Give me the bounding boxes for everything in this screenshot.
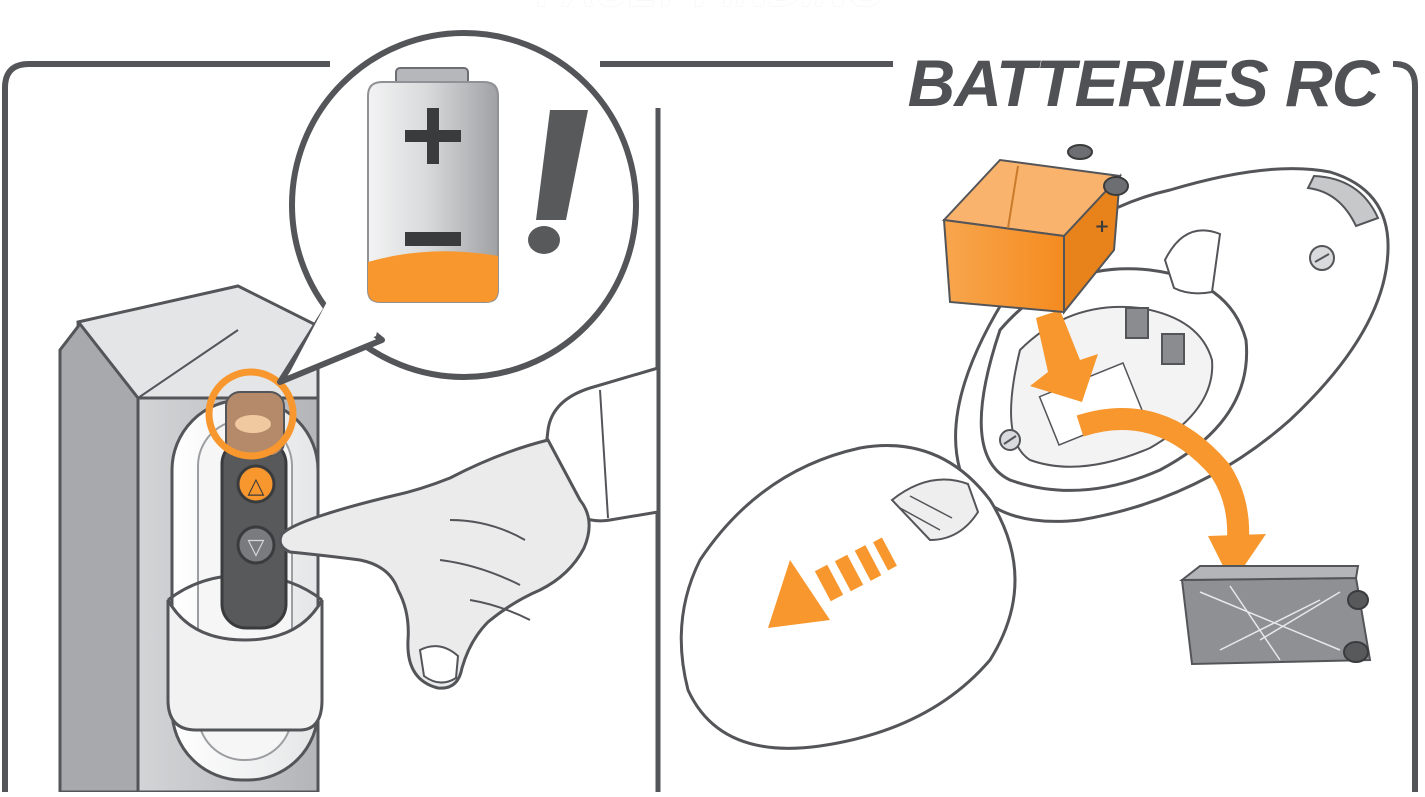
remote-control <box>222 392 286 628</box>
up-button: △ <box>238 466 274 502</box>
down-button: ▽ <box>238 527 274 563</box>
hand <box>280 440 589 688</box>
right-panel: + <box>681 145 1388 748</box>
left-panel: △ ▽ <box>60 33 658 792</box>
minus-icon <box>405 232 461 246</box>
low-battery <box>368 68 498 302</box>
old-battery <box>1182 566 1370 664</box>
battery-cover <box>681 446 1015 749</box>
up-arrow-icon: △ <box>248 474 265 499</box>
down-arrow-icon: ▽ <box>248 535 265 560</box>
plus-terminal-icon: + <box>1094 216 1109 237</box>
faded-header: FAULT FINDING <box>480 0 940 10</box>
page-title: BATTERIES RC <box>893 42 1393 124</box>
